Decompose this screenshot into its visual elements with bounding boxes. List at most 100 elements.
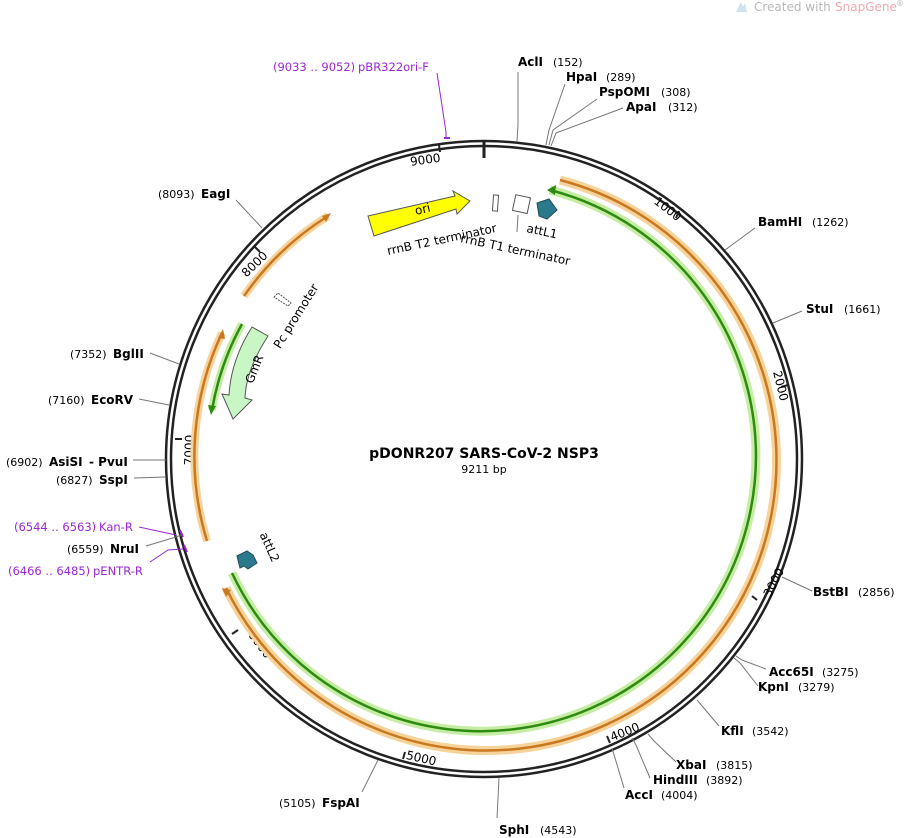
leader-fspai xyxy=(361,759,379,793)
site-name: AccI xyxy=(625,788,653,802)
site-name: XbaI xyxy=(676,758,706,772)
site-position: (5105) xyxy=(279,797,316,810)
leader-sspi xyxy=(133,476,167,479)
site-position: (3892) xyxy=(706,774,743,787)
leader-psppomi xyxy=(548,98,598,146)
leader-hpai xyxy=(545,83,566,146)
site-name: NruI xyxy=(110,542,139,556)
primer-name: Kan-R xyxy=(99,520,133,534)
tick-mark xyxy=(254,246,261,253)
site-name: HindIII xyxy=(653,773,698,787)
leader-bamhi xyxy=(724,227,756,251)
site-name: SspI xyxy=(99,473,128,487)
left-upper-arc-arrow-icon xyxy=(322,213,331,222)
site-name: PspOMI xyxy=(599,85,650,99)
rrnb-t1-terminator-feature xyxy=(511,194,532,215)
site-name: BamHI xyxy=(758,215,802,229)
site-position: (3815) xyxy=(716,759,753,772)
site-name: EagI xyxy=(201,187,230,201)
primer-name: pENTR-R xyxy=(93,564,143,578)
green-arc-arrow-icon xyxy=(547,185,556,195)
watermark-mark: ® xyxy=(896,0,904,8)
ori-feature xyxy=(367,189,471,237)
leader-eagi xyxy=(235,199,263,229)
leader-ecorv xyxy=(138,398,170,406)
left-lower-arc-arrow-icon xyxy=(218,329,225,339)
left-upper-orange-arc xyxy=(242,214,329,297)
pc-promoter-feature xyxy=(273,292,292,307)
tick-mark xyxy=(606,735,611,744)
attl1-label: attL1 xyxy=(525,221,558,241)
leader-nrui xyxy=(145,533,184,547)
ori-label: ori xyxy=(413,201,432,218)
pc-promoter-label: Pc promoter xyxy=(271,281,322,351)
snapgene-watermark: Created with SnapGene ® xyxy=(736,0,904,14)
site-name: BstBI xyxy=(813,585,849,599)
site-position: (1661) xyxy=(844,303,881,316)
watermark-prefix: Created with xyxy=(754,0,831,14)
site-position: (4004) xyxy=(661,789,698,802)
site-position: (1262) xyxy=(812,216,849,229)
primer-markers xyxy=(138,72,450,563)
leader-stui xyxy=(772,310,803,324)
tick-mark xyxy=(438,144,441,153)
plasmid-name: pDONR207 SARS-CoV-2 NSP3 xyxy=(369,446,599,462)
enzyme-labels: AclI (152) HpaI (289) PspOMI (308) ApaI … xyxy=(6,55,895,837)
site-position: (312) xyxy=(668,101,698,114)
primer-range: (6466 .. 6485) xyxy=(8,564,90,578)
leader-hindiii xyxy=(631,737,651,779)
plasmid-length: 9211 bp xyxy=(461,463,506,476)
leader-kpni xyxy=(733,657,759,687)
tick-mark xyxy=(780,384,789,388)
site-position: (3542) xyxy=(752,725,789,738)
site-name: AsiSI xyxy=(49,455,83,469)
leader-sphi xyxy=(496,777,500,819)
primer-leader-pbr322ori-f xyxy=(436,72,447,138)
primer-leader-kan-r xyxy=(138,526,177,536)
leader-acci xyxy=(611,747,625,789)
primer-leader-pentr-r xyxy=(149,548,184,563)
primer-mark-pentr-r xyxy=(183,544,188,553)
snapgene-logo-icon xyxy=(736,2,747,12)
leader-bstbi xyxy=(781,576,813,592)
site-name: EcoRV xyxy=(91,393,134,407)
site-position: (308) xyxy=(661,86,691,99)
primer-name: pBR322ori-F xyxy=(358,60,429,74)
site-position: (7352) xyxy=(70,348,107,361)
leader-acc65i xyxy=(735,655,767,670)
left-green-arc-arrow-icon xyxy=(208,405,216,415)
site-position: (8093) xyxy=(158,188,195,201)
site-position: (7160) xyxy=(48,394,85,407)
insert-green-arc xyxy=(230,188,758,733)
left-green-arc xyxy=(210,323,244,411)
site-position: (3279) xyxy=(798,681,835,694)
site-name: StuI xyxy=(806,302,833,316)
attl2-feature xyxy=(236,550,258,570)
site-name: KflI xyxy=(721,724,744,738)
site-name: ApaI xyxy=(626,100,656,114)
site-position: (4543) xyxy=(540,824,577,837)
site-name-extra: - PvuI xyxy=(89,455,128,469)
tick-label: 9000 xyxy=(409,151,441,169)
gmr-feature xyxy=(221,326,269,420)
attl2-label: attL2 xyxy=(257,530,282,564)
leader-acli xyxy=(516,72,519,142)
site-position: (6827) xyxy=(56,474,93,487)
leader-apai xyxy=(550,107,624,147)
site-name: AclI xyxy=(518,55,543,69)
primer-mark-kan-r xyxy=(179,529,184,538)
site-position: (2856) xyxy=(858,586,895,599)
leader-bglii xyxy=(149,352,180,365)
attl1-feature xyxy=(536,198,558,220)
tick-label: 3000 xyxy=(761,566,787,600)
tick-mark xyxy=(402,751,406,760)
site-name: Acc65I xyxy=(769,665,814,679)
tick-mark xyxy=(675,210,680,219)
site-position: (289) xyxy=(606,71,636,84)
primer-labels: (9033 .. 9052) pBR322ori-F (6544 .. 6563… xyxy=(8,60,429,578)
site-name: KpnI xyxy=(758,680,789,694)
watermark-brand: SnapGene xyxy=(835,0,897,14)
site-name: HpaI xyxy=(566,70,597,84)
leader-kfli xyxy=(696,699,720,727)
